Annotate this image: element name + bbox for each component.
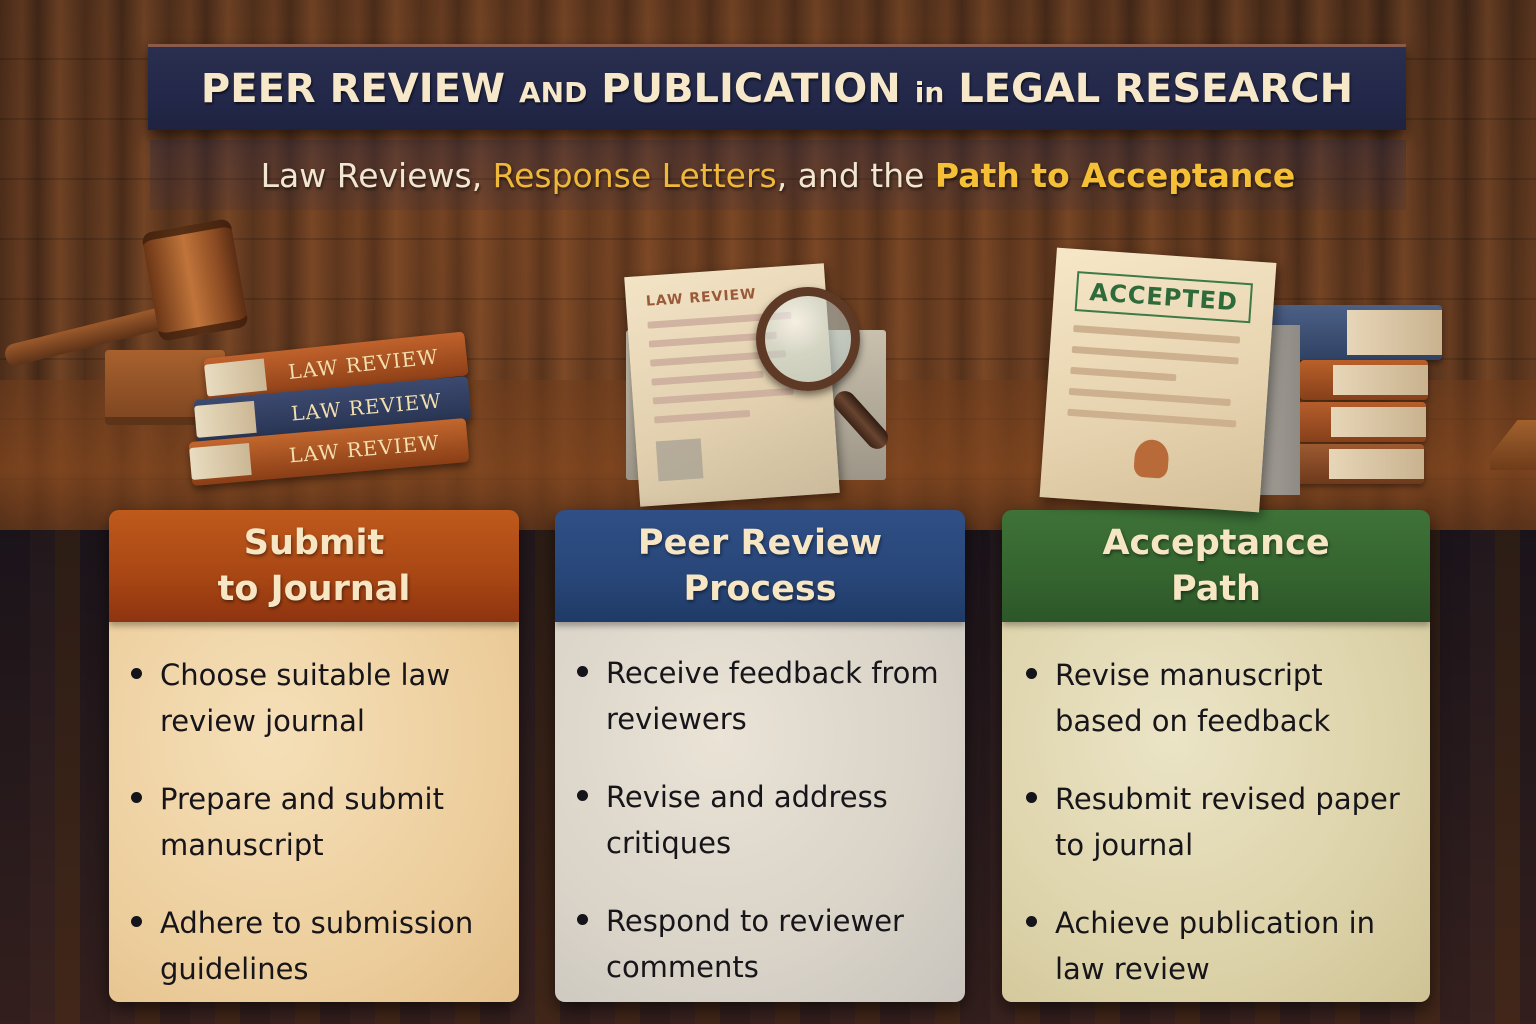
bullet-icon bbox=[131, 792, 142, 803]
card-body: Receive feedback from reviewers Revise a… bbox=[555, 622, 965, 1002]
card-peer-review-process: Peer Review Process Receive feedback fro… bbox=[555, 510, 965, 1002]
bullet-text: Adhere to submission guidelines bbox=[160, 906, 474, 986]
book-icon bbox=[1296, 444, 1424, 484]
bullet-text: Revise and address critiques bbox=[606, 780, 888, 860]
card-title: Acceptance bbox=[1102, 523, 1330, 563]
title-part-legal-research: LEGAL RESEARCH bbox=[958, 65, 1354, 112]
bullet-icon bbox=[577, 914, 588, 925]
bullet-text: Prepare and submit manuscript bbox=[160, 782, 444, 862]
book-label: LAW REVIEW bbox=[290, 388, 443, 426]
bullet-icon bbox=[577, 666, 588, 677]
list-item: Choose suitable law review journal bbox=[131, 652, 499, 744]
gavel-icon bbox=[141, 218, 249, 342]
title-part-peer-review: PEER REVIEW bbox=[200, 65, 506, 112]
accepted-document-icon: ACCEPTED bbox=[1039, 247, 1277, 513]
bullet-text: Choose suitable law review journal bbox=[160, 658, 451, 738]
card-body: Choose suitable law review journal Prepa… bbox=[109, 622, 519, 1002]
bullet-icon bbox=[1026, 916, 1037, 927]
page-subtitle: Law Reviews, Response Letters, and the P… bbox=[261, 156, 1296, 195]
bullet-text: Resubmit revised paper to journal bbox=[1055, 782, 1400, 862]
list-item: Resubmit revised paper to journal bbox=[1026, 776, 1410, 868]
card-header: Submit to Journal bbox=[109, 510, 519, 622]
card-acceptance-path: Acceptance Path Revise manuscript based … bbox=[1002, 510, 1430, 1002]
card-title: Path bbox=[1171, 569, 1261, 609]
title-part-in: in bbox=[914, 75, 945, 109]
subtitle-part-and-the: , and the bbox=[776, 155, 935, 195]
bullet-icon bbox=[577, 790, 588, 801]
bullet-text: Achieve publication in law review bbox=[1055, 906, 1376, 986]
accepted-stamp: ACCEPTED bbox=[1074, 271, 1253, 324]
bullet-icon bbox=[1026, 668, 1037, 679]
book-icon bbox=[1298, 402, 1426, 442]
subtitle-band: Law Reviews, Response Letters, and the P… bbox=[150, 140, 1406, 210]
bullet-icon bbox=[131, 668, 142, 679]
subtitle-part-path-to-acceptance: Path to Acceptance bbox=[934, 155, 1296, 195]
book-label: LAW REVIEW bbox=[288, 430, 441, 468]
list-item: Receive feedback from reviewers bbox=[577, 650, 945, 742]
magnifying-glass-icon bbox=[756, 287, 860, 391]
bullet-icon bbox=[1026, 792, 1037, 803]
bullet-text: Revise manuscript based on feedback bbox=[1055, 658, 1331, 738]
list-item: Prepare and submit manuscript bbox=[131, 776, 499, 868]
book-icon bbox=[1300, 360, 1428, 400]
card-body: Revise manuscript based on feedback Resu… bbox=[1002, 622, 1430, 1002]
title-part-publication: PUBLICATION bbox=[601, 65, 901, 112]
list-item: Revise manuscript based on feedback bbox=[1026, 652, 1410, 744]
bullet-text: Receive feedback from reviewers bbox=[606, 656, 939, 736]
title-part-and: AND bbox=[518, 75, 588, 109]
card-title: Submit bbox=[243, 523, 385, 563]
list-item: Adhere to submission guidelines bbox=[131, 900, 499, 992]
card-header: Acceptance Path bbox=[1002, 510, 1430, 622]
card-header: Peer Review Process bbox=[555, 510, 965, 622]
wax-seal-icon bbox=[1133, 438, 1170, 479]
subtitle-part-response-letters: Response Letters bbox=[492, 155, 777, 195]
bullet-text: Respond to reviewer comments bbox=[606, 904, 904, 984]
card-title: to Journal bbox=[217, 569, 411, 609]
subtitle-part-law-reviews: Law Reviews, bbox=[260, 155, 493, 195]
page-title: PEER REVIEW AND PUBLICATION in LEGAL RES… bbox=[201, 66, 1353, 112]
card-title: Peer Review bbox=[637, 523, 883, 563]
card-submit-to-journal: Submit to Journal Choose suitable law re… bbox=[109, 510, 519, 1002]
list-item: Revise and address critiques bbox=[577, 774, 945, 866]
title-banner: PEER REVIEW AND PUBLICATION in LEGAL RES… bbox=[148, 44, 1406, 130]
list-item: Respond to reviewer comments bbox=[577, 898, 945, 990]
book-label: LAW REVIEW bbox=[287, 344, 440, 384]
list-item: Achieve publication in law review bbox=[1026, 900, 1410, 992]
bullet-icon bbox=[131, 916, 142, 927]
card-title: Process bbox=[683, 569, 837, 609]
